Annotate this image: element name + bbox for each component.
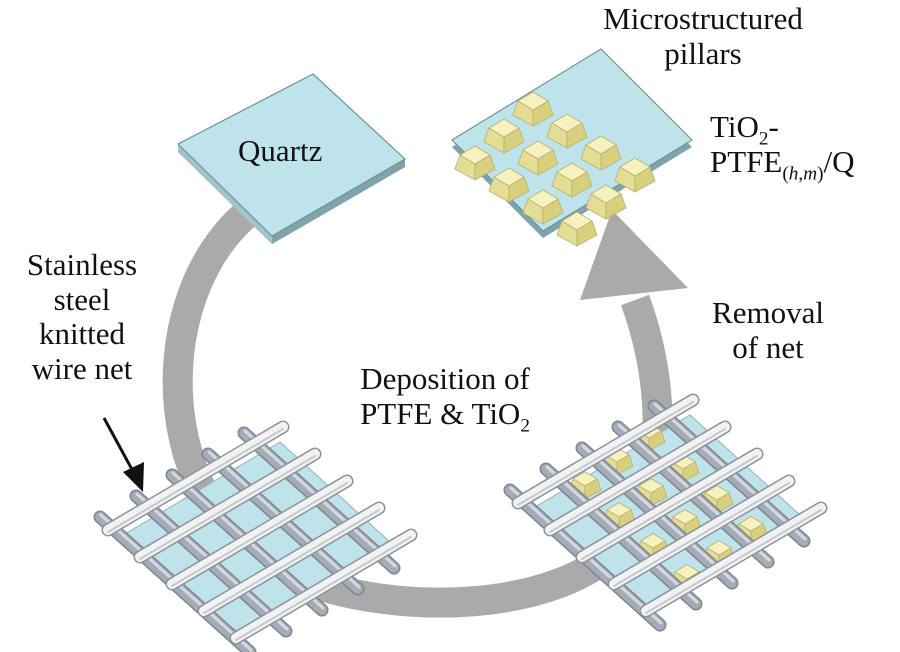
pillar [488,167,530,203]
pillar [546,113,588,149]
pillar [580,135,622,171]
pillar [483,118,525,154]
product-line-1: TiO2- [710,109,779,150]
removal-label: Removal of net [678,295,858,365]
deposition-line-2: PTFE & TiO2 [360,395,530,437]
wire-net-label: Stainless steel knitted wire net [2,247,162,387]
pillar [551,162,593,198]
pillar-array [454,91,656,247]
pillar [454,145,496,181]
wire-net-line-1: Stainless [26,247,138,282]
bare-wire-net [93,420,418,652]
net-pointer-arrow [102,417,144,492]
pillar [614,157,656,193]
deposition-label: Deposition of PTFE & TiO2 [300,361,590,437]
microstructured-label: Microstructured pillars [568,1,838,71]
quartz-label: Quartz [238,133,323,168]
deposition-line-1: Deposition of [360,361,530,396]
microstructured-line-2: pillars [664,35,742,71]
pillar [522,189,564,225]
quartz-plate [176,73,407,244]
wire-net-line-4: wire net [31,351,133,387]
microstructured-line-1: Microstructured [603,1,803,36]
pillar [556,211,598,247]
wire-net-line-2: steel [53,281,111,317]
cycle-arrow-head [580,210,688,300]
pillar [585,184,627,220]
removal-line-1: Removal [712,295,824,330]
coated-wire-net [503,393,828,632]
wire-net-line-3: knitted [38,316,126,352]
product-line-2: PTFE(h,m)/Q [710,143,855,185]
product-label: TiO2- PTFE(h,m)/Q [710,109,855,185]
removal-line-2: of net [732,329,804,365]
pillar [517,140,559,176]
pillar [512,91,554,127]
